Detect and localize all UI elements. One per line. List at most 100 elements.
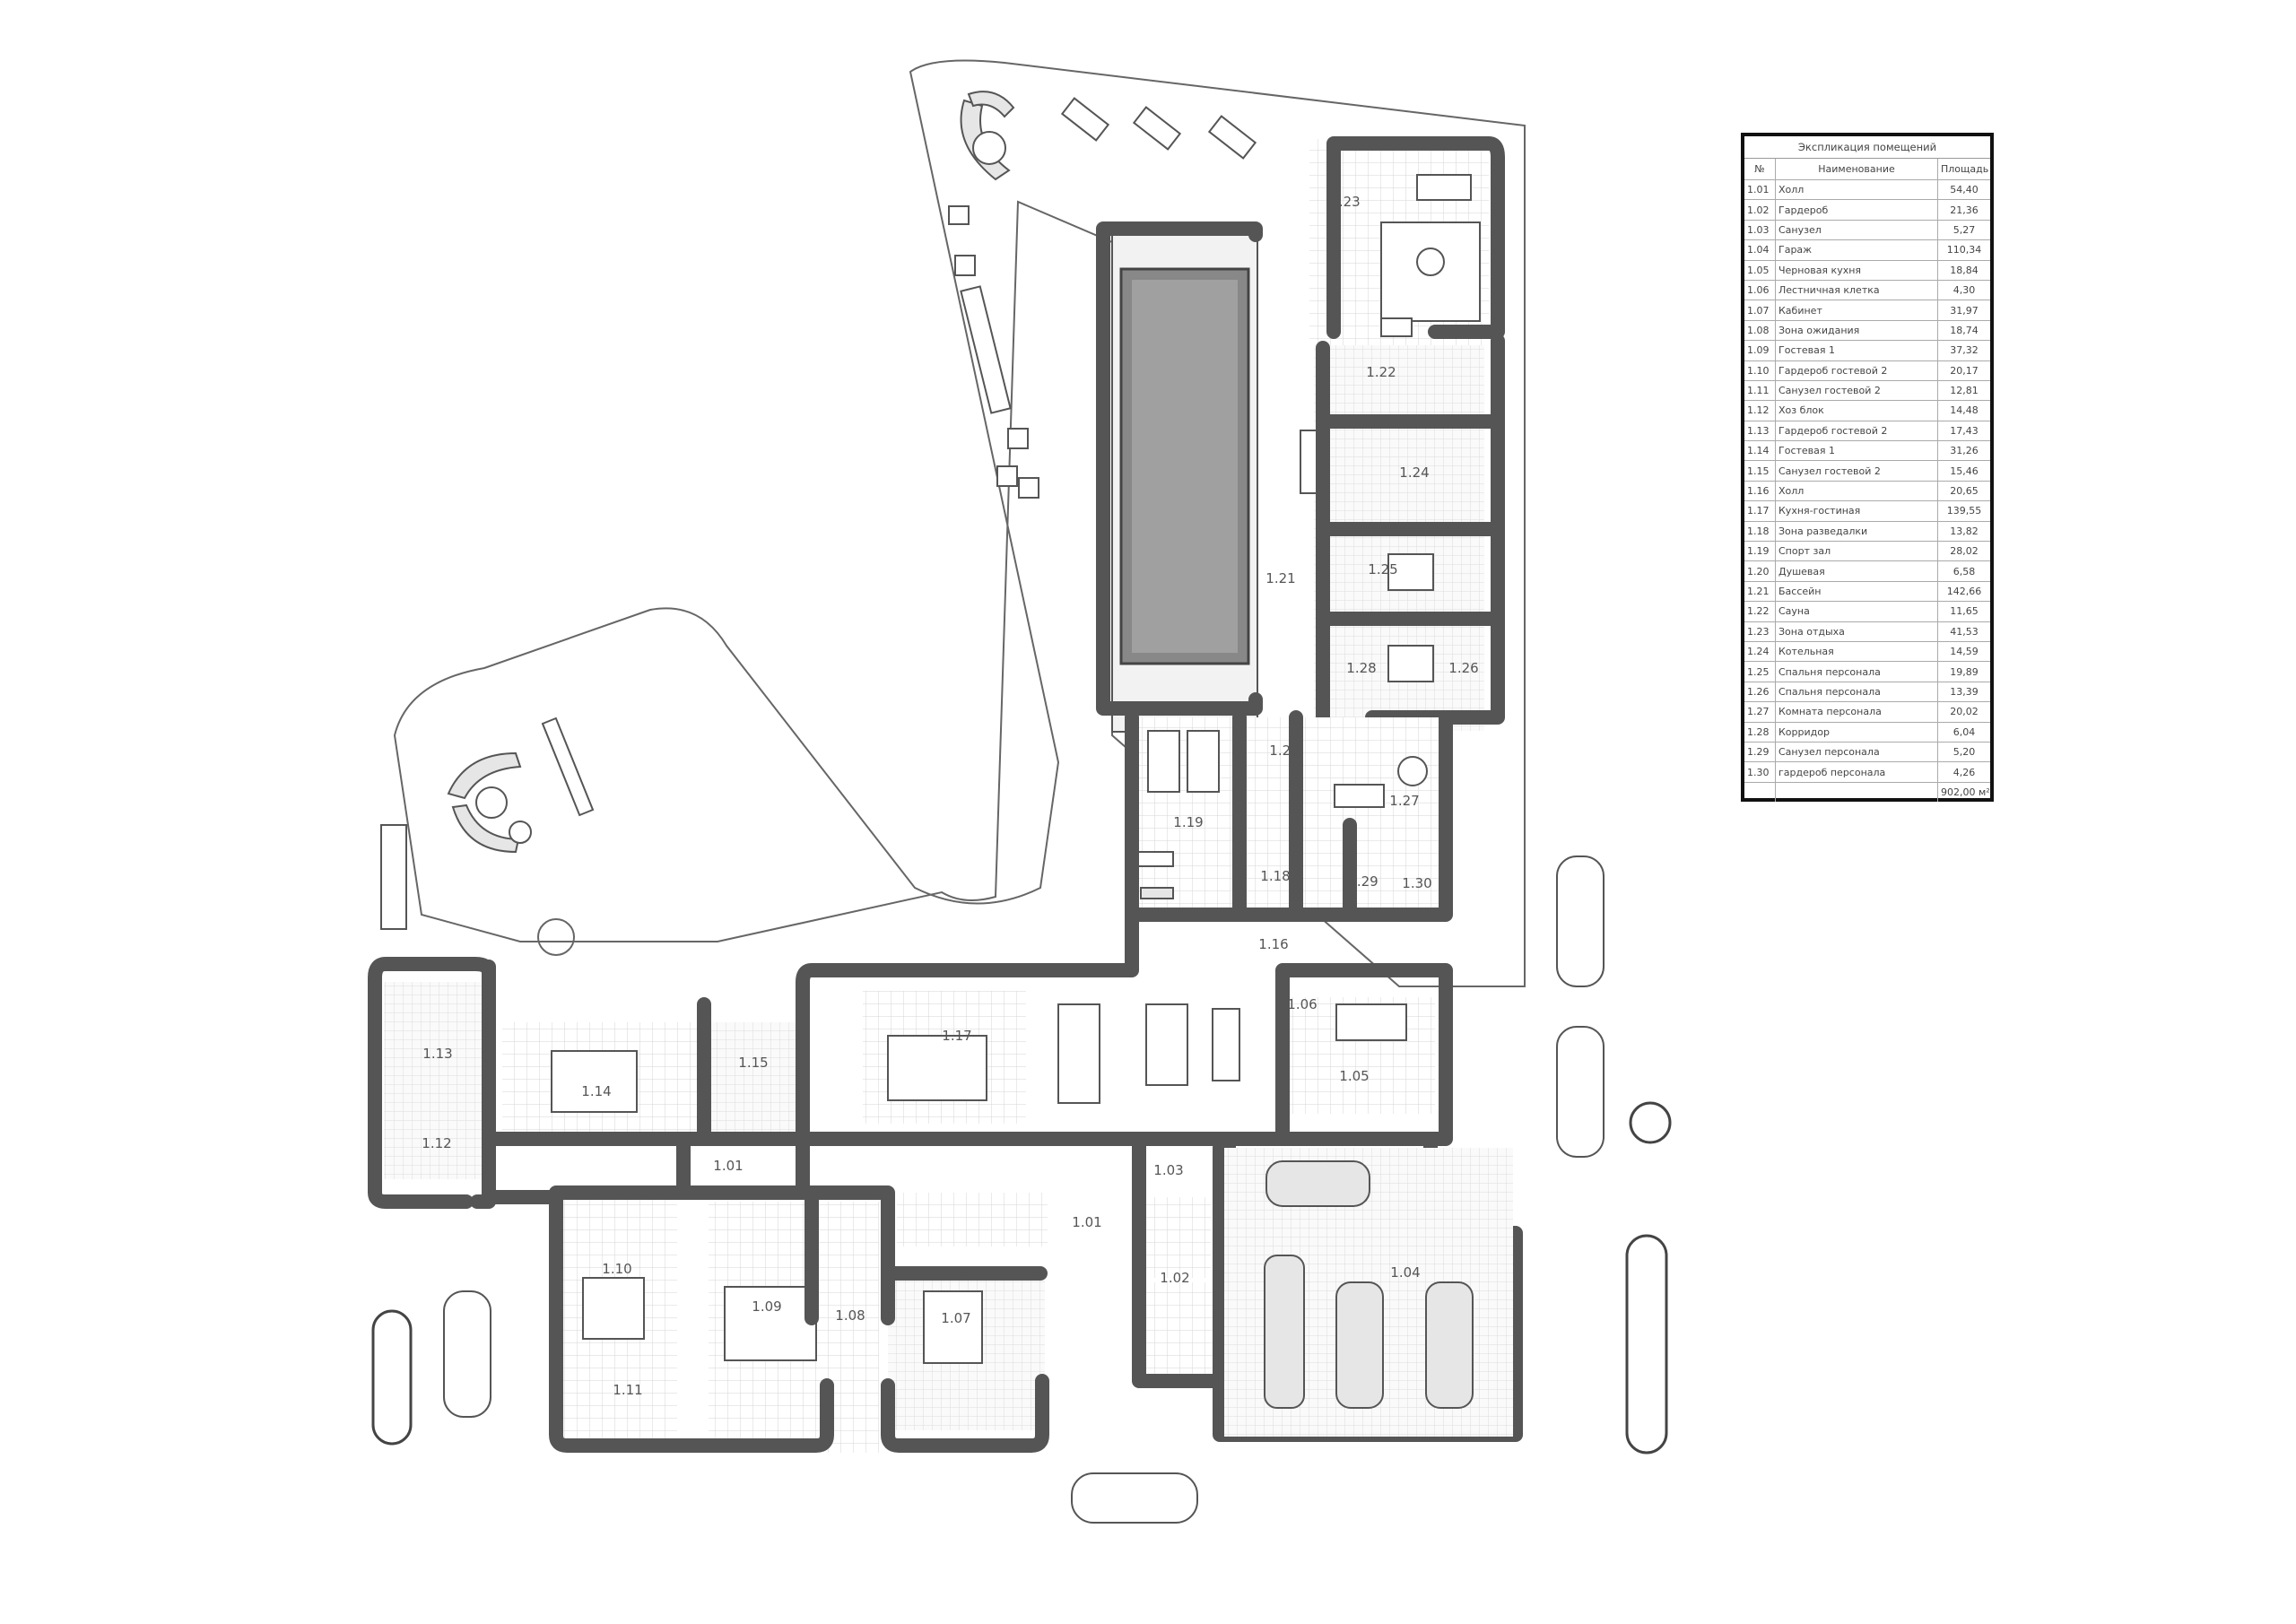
room-label-1-01b: 1.01 <box>1072 1214 1101 1230</box>
room-label-1-17: 1.17 <box>942 1028 971 1044</box>
room-number-cell: 1.07 <box>1744 300 1776 321</box>
room-area-cell: 11,65 <box>1937 601 1990 622</box>
room-number-cell: 1.10 <box>1744 360 1776 381</box>
terrace-deck <box>393 59 1526 987</box>
room-schedule-table: Экспликация помещений № Наименование Пло… <box>1741 133 1994 803</box>
room-name-cell: Лестничная клетка <box>1775 280 1938 301</box>
main-house-walls <box>368 908 1523 1453</box>
room-label-1-01: 1.01 <box>713 1158 743 1174</box>
room-label-1-30: 1.30 <box>1402 875 1431 891</box>
total-spacer <box>1744 782 1776 803</box>
room-label-1-12: 1.12 <box>422 1135 451 1151</box>
room-number-cell: 1.08 <box>1744 320 1776 342</box>
room-area-cell: 5,20 <box>1937 742 1990 763</box>
total-row: 902,00 м² <box>1744 782 1990 803</box>
room-area-cell: 6,58 <box>1937 560 1990 582</box>
staff-wing-walls <box>1096 136 1505 725</box>
room-name-cell: Гараж <box>1775 239 1938 261</box>
room-area-cell: 4,30 <box>1937 280 1990 301</box>
room-area-cell: 12,81 <box>1937 380 1990 402</box>
room-area-cell: 31,97 <box>1937 300 1990 321</box>
room-number-cell: 1.20 <box>1744 560 1776 582</box>
room-number-cell: 1.27 <box>1744 701 1776 723</box>
room-name-cell: Зона разведалки <box>1775 521 1938 543</box>
room-label-1-29: 1.29 <box>1348 873 1378 890</box>
room-name-cell: Гостевая 1 <box>1775 440 1938 462</box>
room-area-cell: 18,74 <box>1937 320 1990 342</box>
room-number-cell: 1.22 <box>1744 601 1776 622</box>
room-area-cell: 20,65 <box>1937 481 1990 502</box>
room-area-cell: 21,36 <box>1937 199 1990 221</box>
room-name-cell: Кабинет <box>1775 300 1938 321</box>
room-label-1-23: 1.23 <box>1330 194 1360 210</box>
room-schedule-title: Экспликация помещений <box>1744 136 1990 159</box>
room-number-cell: 1.03 <box>1744 220 1776 241</box>
room-name-cell: Санузел персонала <box>1775 742 1938 763</box>
room-number-cell: 1.30 <box>1744 761 1776 783</box>
room-number-cell: 1.13 <box>1744 421 1776 442</box>
room-number-cell: 1.12 <box>1744 400 1776 421</box>
garage <box>1224 1148 1513 1437</box>
room-area-cell: 28,02 <box>1937 541 1990 562</box>
room-label-1-04: 1.04 <box>1390 1264 1420 1281</box>
main-house <box>384 976 1435 1453</box>
room-area-cell: 13,82 <box>1937 521 1990 543</box>
room-area-cell: 14,59 <box>1937 641 1990 663</box>
room-number-cell: 1.26 <box>1744 682 1776 703</box>
room-area-cell: 37,32 <box>1937 340 1990 361</box>
room-name-cell: Хоз блок <box>1775 400 1938 421</box>
room-label-1-13: 1.13 <box>422 1046 452 1062</box>
room-number-cell: 1.21 <box>1744 581 1776 603</box>
room-name-cell: Спорт зал <box>1775 541 1938 562</box>
room-name-cell: Бассейн <box>1775 581 1938 603</box>
terrace-furniture <box>380 91 1257 956</box>
room-name-cell: Холл <box>1775 481 1938 502</box>
room-label-1-19: 1.19 <box>1173 814 1203 830</box>
room-number-cell: 1.17 <box>1744 500 1776 522</box>
room-number-cell: 1.15 <box>1744 460 1776 482</box>
swimming-pool <box>1111 230 1258 733</box>
room-name-cell: Гардероб гостевой 2 <box>1775 421 1938 442</box>
room-area-cell: 17,43 <box>1937 421 1990 442</box>
room-area-cell: 20,02 <box>1937 701 1990 723</box>
room-area-cell: 41,53 <box>1937 621 1990 642</box>
room-number-cell: 1.05 <box>1744 260 1776 281</box>
staff-wing <box>1300 139 1489 731</box>
room-label-1-22: 1.22 <box>1366 364 1396 380</box>
room-label-1-26: 1.26 <box>1448 660 1478 676</box>
room-number-cell: 1.14 <box>1744 440 1776 462</box>
room-label-1-07: 1.07 <box>941 1310 970 1326</box>
parking <box>371 855 1672 1524</box>
room-number-cell: 1.09 <box>1744 340 1776 361</box>
room-number-cell: 1.04 <box>1744 239 1776 261</box>
room-label-1-24: 1.24 <box>1399 465 1429 481</box>
room-name-cell: Санузел гостевой 2 <box>1775 460 1938 482</box>
room-label-1-10: 1.10 <box>602 1261 631 1277</box>
room-area-cell: 18,84 <box>1937 260 1990 281</box>
room-number-cell: 1.01 <box>1744 179 1776 201</box>
header-number: № <box>1744 159 1776 180</box>
service-walls <box>1125 710 1453 922</box>
room-area-cell: 4,26 <box>1937 761 1990 783</box>
room-name-cell: Спальня персонала <box>1775 682 1938 703</box>
